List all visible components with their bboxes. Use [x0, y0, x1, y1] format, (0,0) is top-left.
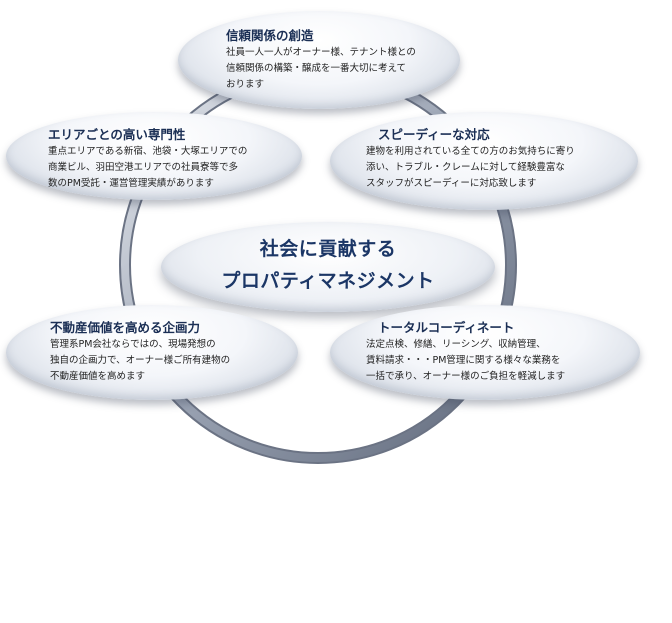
- node-expertise-line: 重点エリアである新宿、池袋・大塚エリアでの: [48, 146, 248, 157]
- node-trust-line: 社員一人一人がオーナー様、テナント様との: [226, 47, 416, 58]
- node-expertise-line: 商業ビル、羽田空港エリアでの社員寮等で多: [48, 162, 239, 173]
- node-planning-line: 独自の企画力で、オーナー様ご所有建物の: [50, 355, 231, 366]
- node-trust-line: 信頼関係の構築・醸成を一番大切に考えて: [226, 63, 407, 74]
- node-planning-line: 管理系PM会社ならではの、現場発想の: [50, 339, 216, 350]
- center-ellipse: 社会に貢献する プロパティマネジメント: [161, 222, 495, 312]
- node-expertise: エリアごとの高い専門性 重点エリアである新宿、池袋・大塚エリアでの 商業ビル、羽…: [6, 112, 302, 200]
- node-speed-line: スタッフがスピーディーに対応致します: [366, 178, 537, 189]
- node-total-coordinate-title: トータルコーディネート: [378, 320, 515, 335]
- node-expertise-line: 数のPM受託・運営管理実績があります: [48, 178, 214, 189]
- node-planning-line: 不動産価値を高めます: [50, 371, 146, 382]
- node-expertise-title: エリアごとの高い専門性: [48, 127, 186, 142]
- center-title-line1: 社会に貢献する: [259, 238, 397, 260]
- node-trust: 信頼関係の創造 社員一人一人がオーナー様、テナント様との 信頼関係の構築・醸成を…: [178, 11, 460, 109]
- node-trust-line: おります: [226, 79, 265, 90]
- node-total-coordinate-line: 法定点検、修繕、リーシング、収納管理、: [366, 339, 546, 350]
- center-title-line2: プロパティマネジメント: [221, 270, 435, 292]
- node-speed-line: 添い、トラブル・クレームに対して経験豊富な: [366, 162, 565, 173]
- node-trust-title: 信頼関係の創造: [226, 28, 314, 43]
- node-total-coordinate-line: 賃料請求・・・PM管理に関する様々な業務を: [366, 355, 561, 366]
- node-planning: 不動産価値を高める企画力 管理系PM会社ならではの、現場発想の 独自の企画力で、…: [6, 305, 298, 400]
- node-total-coordinate: トータルコーディネート 法定点検、修繕、リーシング、収納管理、 賃料請求・・・P…: [330, 305, 640, 400]
- node-total-coordinate-line: 一括で承り、オーナー様のご負担を軽減します: [366, 371, 566, 382]
- node-speed-line: 建物を利用されている全ての方のお気持ちに寄り: [366, 146, 575, 157]
- node-planning-title: 不動産価値を高める企画力: [50, 320, 201, 335]
- node-speed-title: スピーディーな対応: [378, 127, 490, 142]
- node-speed: スピーディーな対応 建物を利用されている全ての方のお気持ちに寄り 添い、トラブル…: [330, 112, 638, 210]
